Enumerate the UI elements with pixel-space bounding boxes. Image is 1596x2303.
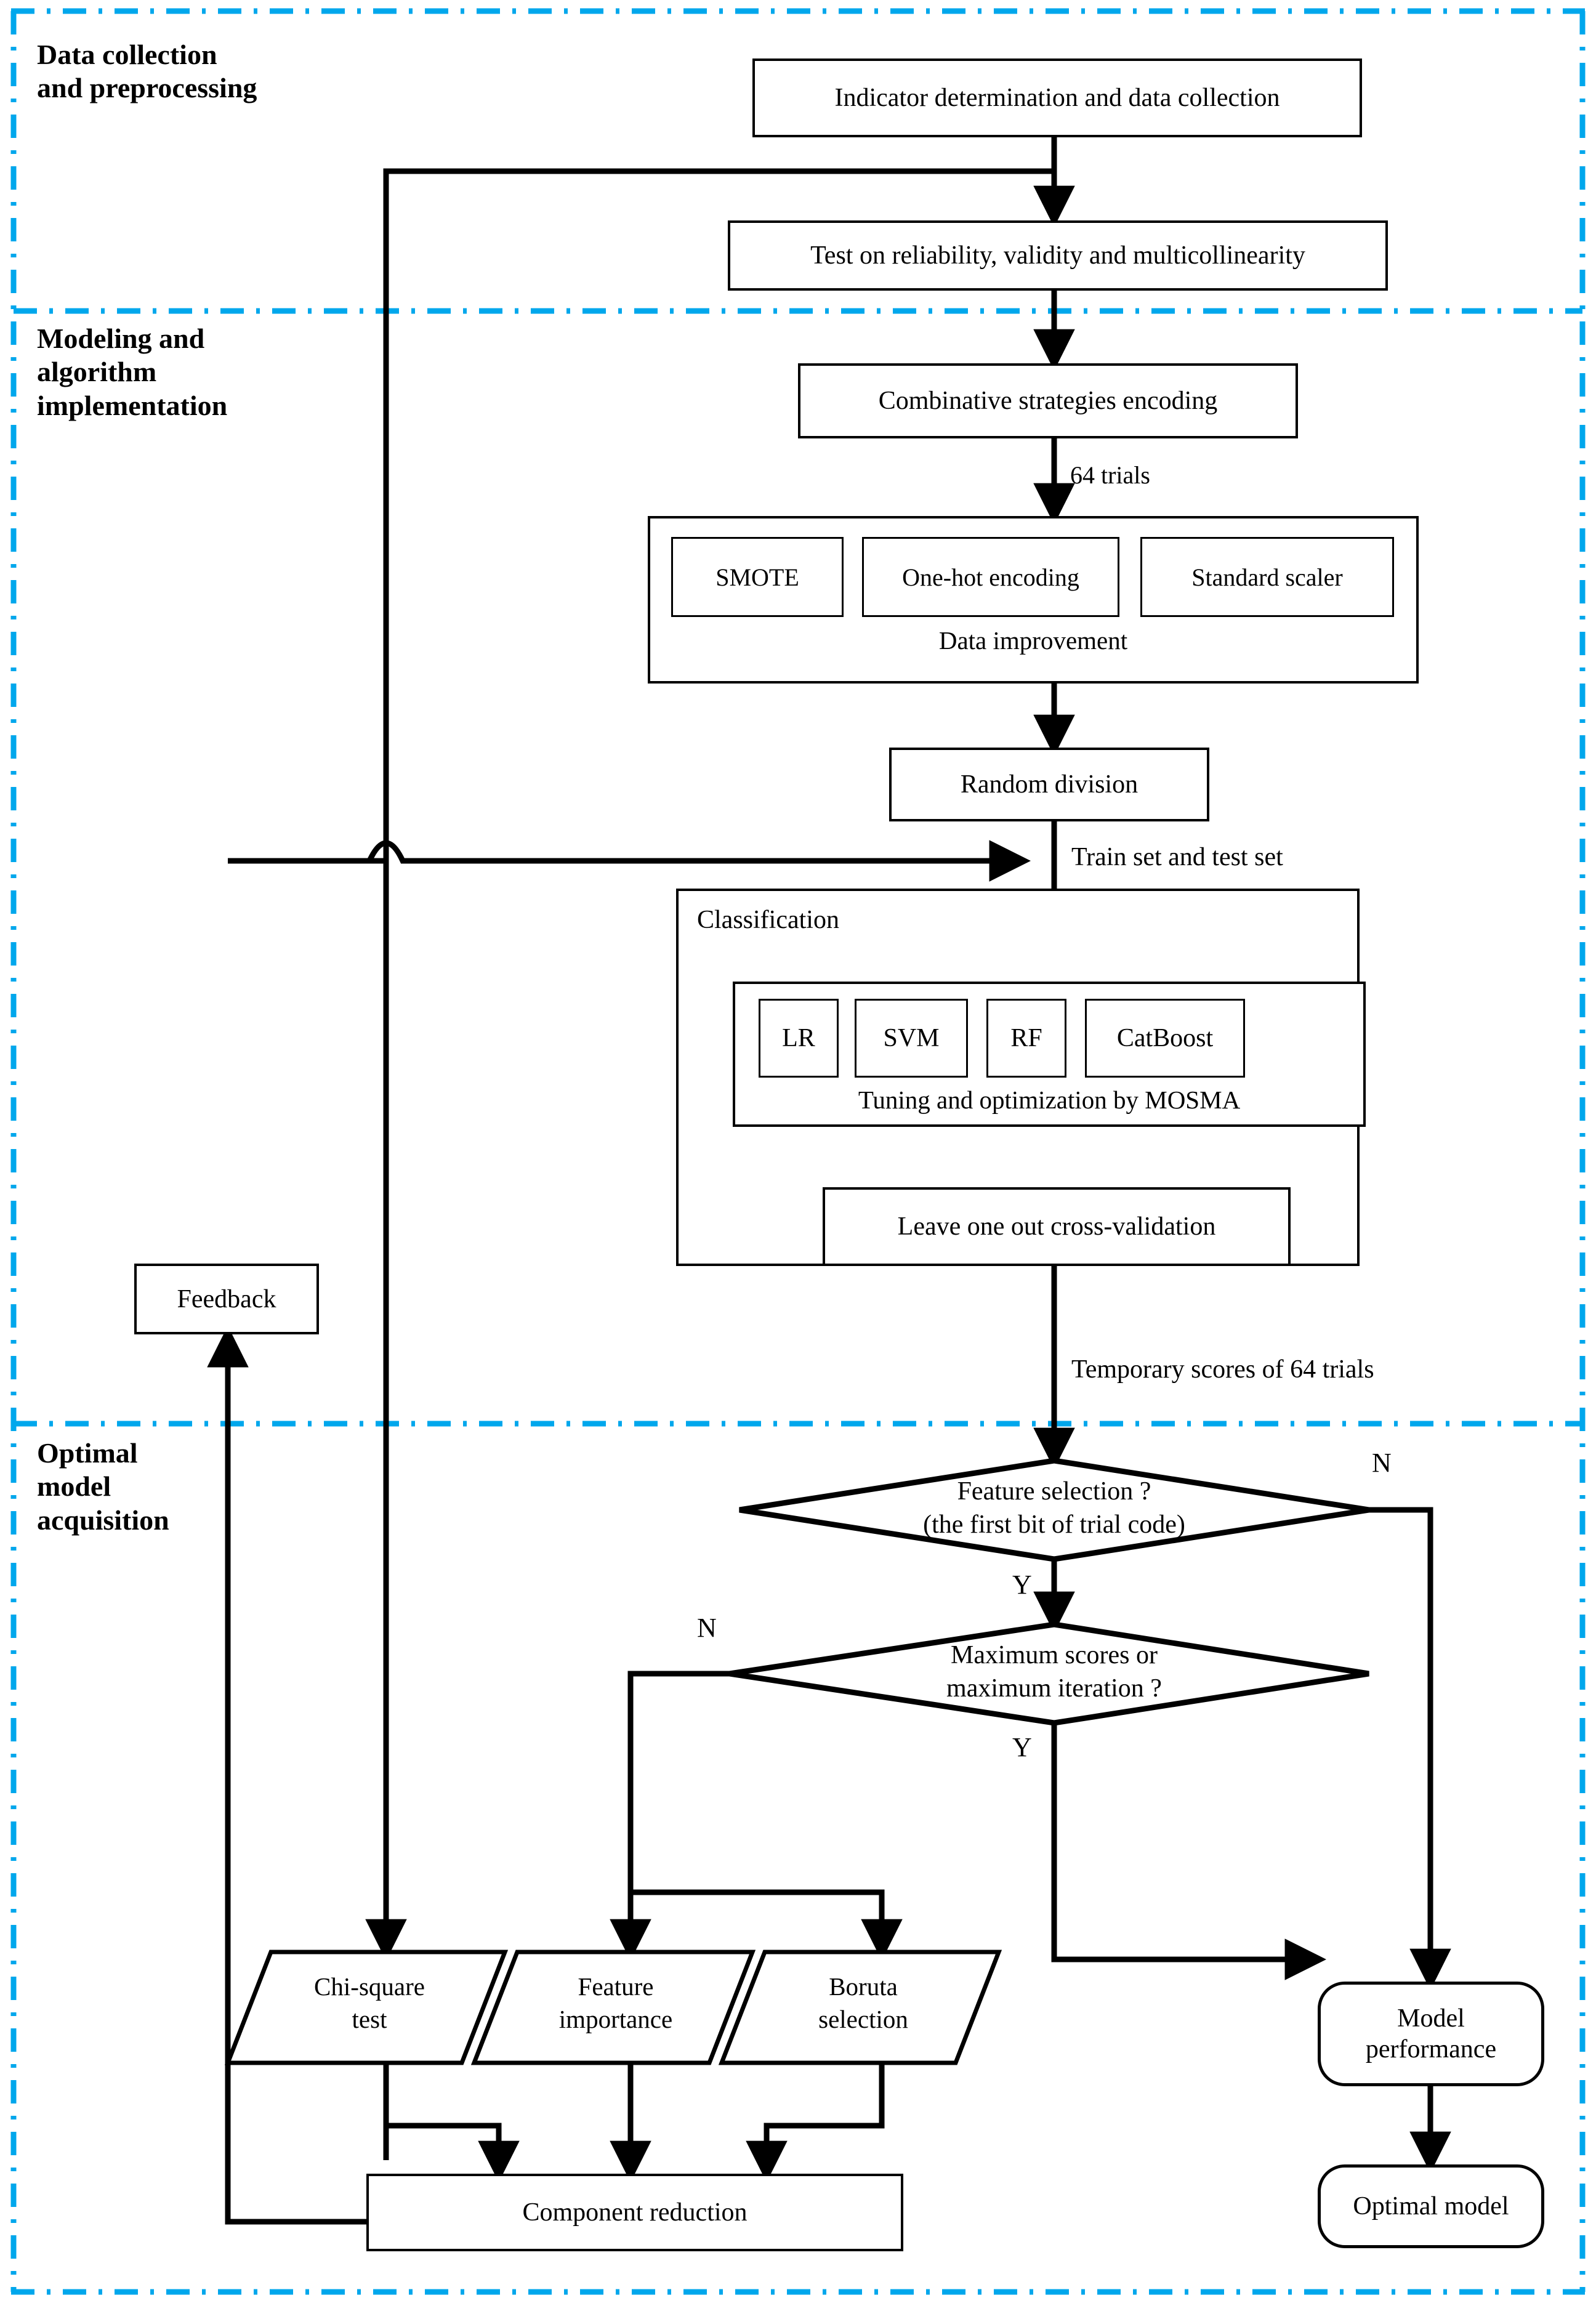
stage-label-data-collection: Data collection and preprocessing [37,39,257,104]
parallelogram-shapes [224,1950,1002,2065]
group-label-tuning: Tuning and optimization by MOSMA [858,1086,1241,1114]
node-reliability-test[interactable]: Test on reliability, validity and multic… [728,220,1388,291]
label-feature-importance: Feature importance [505,1970,727,2036]
edge-max-no-trunk [627,1671,730,1892]
feature-selection-line2: (the first bit of trial code) [923,1510,1185,1539]
model-performance-line2: performance [1365,2035,1497,2063]
shape-feature-importance [470,1950,756,2065]
label-boruta-selection: Boruta selection [752,1970,974,2036]
edge-label-max-yes: Y [1012,1732,1032,1762]
group-label-classification: Classification [697,906,839,934]
model-performance-line1: Model [1397,2004,1465,2033]
edge-reduction-to-feedback [207,1325,366,2225]
max-scores-line1: Maximum scores or [951,1641,1158,1669]
feature-selection-line1: Feature selection ? [957,1477,1151,1506]
boruta-line2: selection [818,2005,908,2034]
node-standard-scaler[interactable]: Standard scaler [1140,537,1394,617]
diamond-label-feature-selection: Feature selection ? (the first bit of tr… [802,1475,1307,1542]
chi-square-line2: test [352,2005,387,2034]
edge-top-left-rail [383,168,1054,2160]
edge-max-no-to-boruta [631,1889,903,1961]
diamond-feature-selection [739,1458,1369,1562]
node-component-reduction[interactable]: Component reduction [366,2174,903,2251]
boruta-line1: Boruta [829,1972,898,2001]
edge-label-max-no: N [697,1613,717,1643]
feature-importance-line1: Feature [578,1972,654,2001]
edge-label-64-trials: 64 trials [1070,461,1150,489]
node-one-hot-encoding[interactable]: One-hot encoding [862,537,1119,617]
shape-boruta-selection [718,1950,1002,2065]
node-svm[interactable]: SVM [855,999,968,1078]
edge-boruta-to-reduction [746,2063,885,2183]
node-loocv[interactable]: Leave one out cross-validation [823,1187,1291,1266]
diamond-max-scores [729,1621,1369,1726]
stage-divider-frame [10,8,1586,2295]
edge-fs-no [1369,1507,1451,1991]
stage-label-modeling: Modeling and algorithm implementation [37,323,228,421]
node-lr[interactable]: LR [759,999,839,1078]
group-label-data-improvement: Data improvement [938,626,1128,655]
connectors [207,137,1451,2225]
node-optimal-model[interactable]: Optimal model [1318,2164,1544,2248]
shape-chi-square-test [224,1950,509,2065]
edge-label-fs-yes: Y [1012,1570,1032,1600]
decision-shapes [729,1458,1369,1726]
node-random-division[interactable]: Random division [889,748,1209,821]
edge-feedback-return [228,843,1022,861]
node-model-performance[interactable]: Model performance [1318,1982,1544,2086]
edge-label-fs-no: N [1372,1448,1392,1478]
stage-label-optimal-model: Optimal model acquisition [37,1437,169,1536]
node-combinative-encoding[interactable]: Combinative strategies encoding [798,363,1298,438]
feature-importance-line2: importance [558,2005,673,2034]
diamond-label-max-scores: Maximum scores or maximum iteration ? [802,1639,1307,1706]
edge-chisquare-to-reduction [383,2063,520,2183]
node-indicator-determination[interactable]: Indicator determination and data collect… [752,58,1362,137]
node-feedback[interactable]: Feedback [134,1264,319,1334]
edge-label-temporary-scores: Temporary scores of 64 trials [1071,1355,1374,1384]
node-catboost[interactable]: CatBoost [1085,999,1245,1078]
node-smote[interactable]: SMOTE [671,537,844,617]
max-scores-line2: maximum iteration ? [946,1674,1162,1703]
edge-label-train-test-set: Train set and test set [1071,843,1283,871]
node-rf[interactable]: RF [986,999,1066,1078]
label-chi-square-test: Chi-square test [259,1970,480,2036]
edge-max-yes [1051,1723,1327,1980]
chi-square-line1: Chi-square [314,1972,425,2001]
